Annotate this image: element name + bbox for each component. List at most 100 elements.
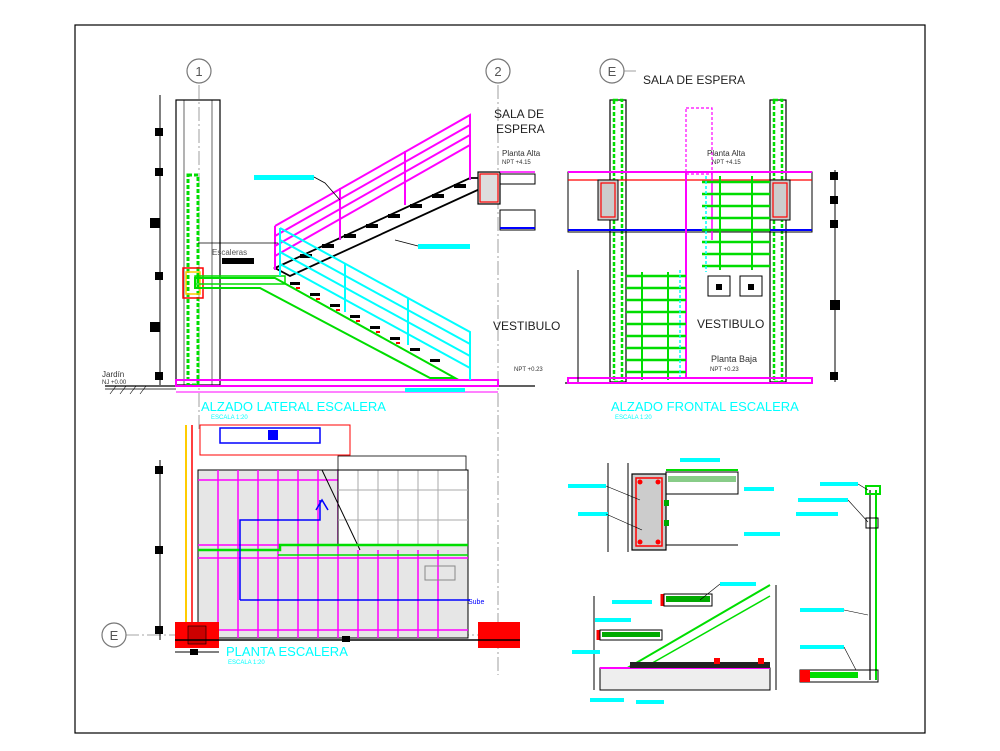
annotation-leader <box>313 176 341 201</box>
dim-tick <box>155 546 163 554</box>
detail-handrail-base-bolt <box>800 670 810 682</box>
dim-tick <box>150 322 160 332</box>
detail-handrail-section <box>796 482 881 683</box>
detail-leader <box>605 485 641 501</box>
annotation-tag <box>800 608 844 612</box>
front-beam-left <box>597 179 619 221</box>
annotation-tag <box>800 645 844 649</box>
dim-tick <box>155 168 163 176</box>
annotation-tag <box>418 244 470 249</box>
plan-cut-line <box>321 469 361 551</box>
detail-handrail-base-fill <box>802 672 858 678</box>
annotation-tag <box>680 458 720 462</box>
upper-flight-steps <box>300 184 466 258</box>
plan-upper-fixture <box>219 427 321 444</box>
detail-handrail-cap <box>865 485 881 495</box>
jardin-label: Jardín <box>102 370 124 379</box>
beam-rebar <box>479 173 499 203</box>
dim-tick <box>830 172 838 180</box>
front-post-base <box>707 275 731 297</box>
rebar-dot <box>655 479 661 485</box>
hatch <box>129 385 137 395</box>
hatch <box>139 385 147 395</box>
annotation-tag <box>744 532 780 536</box>
detail-stringer <box>639 595 771 671</box>
grid-bubble-e-top-label: E <box>608 64 617 79</box>
front-npt-alta: NPT +4.15 <box>712 160 741 166</box>
front-beam-rebar <box>772 182 788 218</box>
detail-leader <box>843 646 857 671</box>
annotation-tag <box>405 388 465 392</box>
side-elevation-view: 1 2 <box>102 58 560 675</box>
detail-stringer <box>623 584 771 671</box>
plan-bottom-wall-mark <box>342 636 350 642</box>
dim-tick <box>155 128 163 136</box>
annotation-tag <box>568 484 606 488</box>
detail-leader <box>857 483 869 491</box>
annotation-tag <box>636 700 664 704</box>
side-elevation-scale: ESCALA 1:20 <box>211 415 248 421</box>
escaleras-label: Escaleras <box>212 248 247 257</box>
grid-bubble-2 <box>485 58 511 84</box>
annotation-tag <box>572 650 600 654</box>
detail-leader <box>843 609 869 616</box>
grid-bubble-e-left-label: E <box>110 628 119 643</box>
npt-baja-label: NPT +0.23 <box>514 367 543 373</box>
lower-flight-step-rebar <box>296 287 400 344</box>
detail-base <box>599 667 771 691</box>
detail-base-plate <box>630 662 770 668</box>
dim-tick <box>830 372 838 380</box>
plan-handrail <box>198 543 468 552</box>
plan-scale: ESCALA 1:20 <box>228 660 265 666</box>
npt-alta-label: NPT +4.15 <box>502 160 531 166</box>
detail-beam-section <box>568 458 780 552</box>
front-vestibulo: VESTIBULO <box>697 317 764 331</box>
annotation-tag <box>578 512 608 516</box>
dim-tick <box>830 220 838 228</box>
front-beam-rebar <box>600 182 616 218</box>
upper-slab <box>499 173 536 185</box>
plan-title: PLANTA ESCALERA <box>226 644 348 659</box>
sala-label-line2: ESPERA <box>496 122 545 136</box>
front-upper-rail-bars <box>702 180 770 268</box>
grid-bubble-2-label: 2 <box>494 64 501 79</box>
front-elevation-scale: ESCALA 1:20 <box>615 415 652 421</box>
detail-connector <box>664 520 669 526</box>
column-tie-detail <box>185 271 201 295</box>
front-elevation-view: E SALA DE ESPERA <box>565 58 840 421</box>
detail-base-bolt <box>714 658 720 664</box>
detail-slab-fill <box>668 476 736 482</box>
column-tie <box>182 267 204 299</box>
side-elevation-title: ALZADO LATERAL ESCALERA <box>201 399 386 414</box>
sala-label-line1: SALA DE <box>494 107 544 121</box>
grid-bubble-1 <box>186 58 212 84</box>
planta-alta-label: Planta Alta <box>502 149 541 158</box>
upper-landing-beam <box>477 171 501 205</box>
front-elevation-title: ALZADO FRONTAL ESCALERA <box>611 399 799 414</box>
front-floor-slab <box>567 377 813 384</box>
detail-beam-rebar <box>635 477 663 547</box>
rebar-dot <box>637 539 643 545</box>
detail-base-bolt <box>758 658 764 664</box>
plan-upper-slab <box>337 455 467 471</box>
vestibulo-label: VESTIBULO <box>493 319 560 333</box>
detail-leader <box>699 583 721 601</box>
door-opening-top <box>685 107 713 175</box>
front-sala-label: SALA DE ESPERA <box>643 73 745 87</box>
upper-railing <box>274 113 471 270</box>
grid-bubble-e-left <box>101 622 127 648</box>
detail-step-upper <box>663 593 713 607</box>
dim-tick <box>155 372 163 380</box>
annotation-tag <box>595 618 631 622</box>
plan-walking-arrow <box>315 498 329 511</box>
annotation-tag <box>798 498 848 502</box>
plan-sube-marker <box>424 565 456 581</box>
rebar-dot <box>637 479 643 485</box>
dim-tick <box>830 196 838 204</box>
escaleras-marker <box>222 258 254 264</box>
plan-sube-label: Sube <box>468 599 484 606</box>
detail-step-mid <box>599 629 663 641</box>
rebar-dot <box>655 539 661 545</box>
front-post-base <box>739 275 763 297</box>
